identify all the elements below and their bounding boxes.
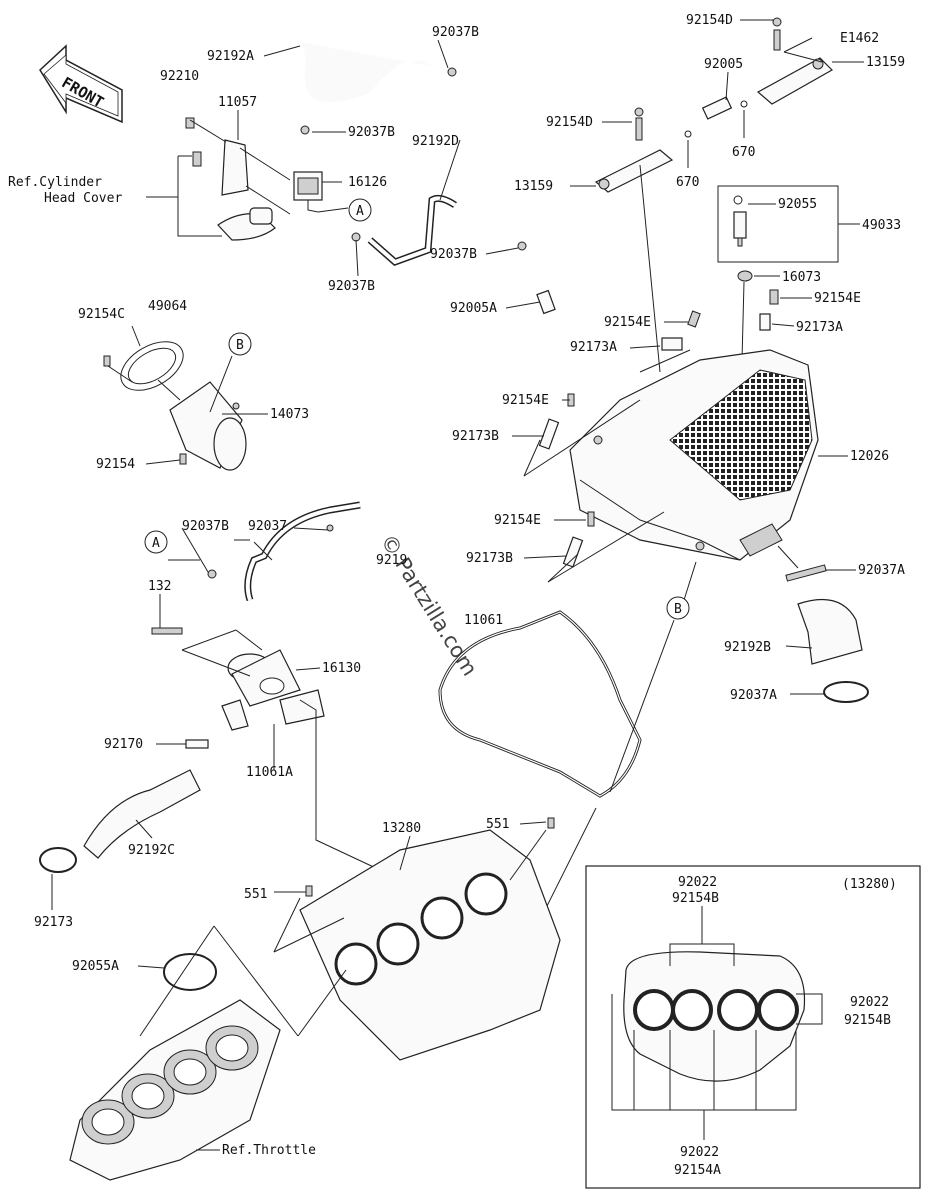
label-92037B-top: 92037B	[432, 25, 479, 40]
label-92154D-mid: 92154D	[546, 115, 593, 130]
airbox-fasteners	[538, 289, 779, 568]
svg-text:A: A	[152, 536, 160, 551]
label-92154E-c: 92154E	[502, 393, 549, 408]
label-92170: 92170	[104, 737, 143, 752]
label-92173B-a: 92173B	[452, 429, 499, 444]
label-92037B-c: 92037B	[328, 279, 375, 294]
ref-cylinder-head-cover-1: Ref.Cylinder	[8, 175, 102, 190]
label-92037B-b: 92037B	[348, 125, 395, 140]
label-16130: 16130	[322, 661, 361, 676]
label-49064: 49064	[148, 299, 187, 314]
callout-b-left: B	[228, 332, 252, 356]
leaders-top-right	[570, 19, 864, 373]
inset-label-92154B-right: 92154B	[844, 1013, 891, 1028]
label-670-b: 670	[676, 175, 699, 190]
label-13280: 13280	[382, 821, 421, 836]
callout-a-lower: A	[144, 530, 168, 554]
label-92037: 92037	[248, 519, 287, 534]
svg-text:A: A	[356, 204, 364, 219]
inset-box	[585, 865, 921, 1189]
label-92192D: 92192D	[412, 134, 459, 149]
inset-label-92154B-top: 92154B	[672, 891, 719, 906]
label-132: 132	[148, 579, 171, 594]
label-11057: 11057	[218, 95, 257, 110]
callout-b-right: B	[666, 561, 697, 620]
svg-text:B: B	[236, 338, 244, 353]
label-670-a: 670	[732, 145, 755, 160]
label-14073: 14073	[270, 407, 309, 422]
label-92055: 92055	[778, 197, 817, 212]
label-49033: 49033	[862, 218, 901, 233]
label-92154E-d: 92154E	[494, 513, 541, 528]
label-92192B: 92192B	[724, 640, 771, 655]
label-92173: 92173	[34, 915, 73, 930]
label-551-b: 551	[244, 887, 267, 902]
label-92192A: 92192A	[207, 49, 254, 64]
inset-reference: (13280)	[842, 877, 897, 892]
svg-text:B: B	[674, 602, 682, 617]
gasket-13280	[273, 817, 561, 1061]
label-92055A: 92055A	[72, 959, 119, 974]
label-92210: 92210	[160, 69, 199, 84]
leaders-intake	[51, 527, 381, 910]
label-13159-left: 13159	[514, 179, 553, 194]
callout-a-upper: A	[348, 198, 372, 222]
label-E1462: E1462	[840, 31, 879, 46]
inset-label-92154A-bottom: 92154A	[674, 1163, 721, 1178]
label-9219-partial: 9219	[376, 553, 407, 568]
label-92173B-b: 92173B	[466, 551, 513, 566]
label-92154D-top: 92154D	[686, 13, 733, 28]
label-92154E-b: 92154E	[814, 291, 861, 306]
label-551-a: 551	[486, 817, 509, 832]
label-92192C: 92192C	[128, 843, 175, 858]
inset-label-92022-right: 92022	[850, 995, 889, 1010]
sensor-box-49033	[717, 185, 860, 361]
label-92037B-e: 92037B	[182, 519, 229, 534]
label-92005: 92005	[704, 57, 743, 72]
label-16073: 16073	[782, 270, 821, 285]
inset-label-92022-top: 92022	[678, 875, 717, 890]
leaders-airbox	[512, 297, 848, 583]
valve-assembly-top-right	[594, 17, 833, 193]
label-92005A: 92005A	[450, 301, 497, 316]
label-11061A: 11061A	[246, 765, 293, 780]
label-11061-partial: 11061	[464, 613, 503, 628]
label-92154C: 92154C	[78, 307, 125, 322]
inset-label-92022-bottom: 92022	[680, 1145, 719, 1160]
label-92173A-b: 92173A	[796, 320, 843, 335]
hose-assembly-top-left	[185, 41, 556, 315]
label-12026: 12026	[850, 449, 889, 464]
label-13159-right: 13159	[866, 55, 905, 70]
label-92037A-a: 92037A	[858, 563, 905, 578]
air-box-12026	[569, 349, 819, 561]
front-arrow: FRONT	[39, 44, 123, 124]
label-16126: 16126	[348, 175, 387, 190]
ref-throttle: Ref.Throttle	[222, 1143, 316, 1158]
label-92173A-a: 92173A	[570, 340, 617, 355]
throttle-body	[69, 925, 347, 1181]
leaders-top-left	[146, 39, 541, 309]
label-92154E-a: 92154E	[604, 315, 651, 330]
right-hose-clamps	[777, 545, 869, 703]
ref-cylinder-head-cover-2: Head Cover	[44, 191, 122, 206]
duct-14073	[103, 325, 268, 471]
label-92037A-b: 92037A	[730, 688, 777, 703]
label-92037B-d: 92037B	[430, 247, 477, 262]
label-92154: 92154	[96, 457, 135, 472]
intake-16130	[39, 501, 361, 873]
